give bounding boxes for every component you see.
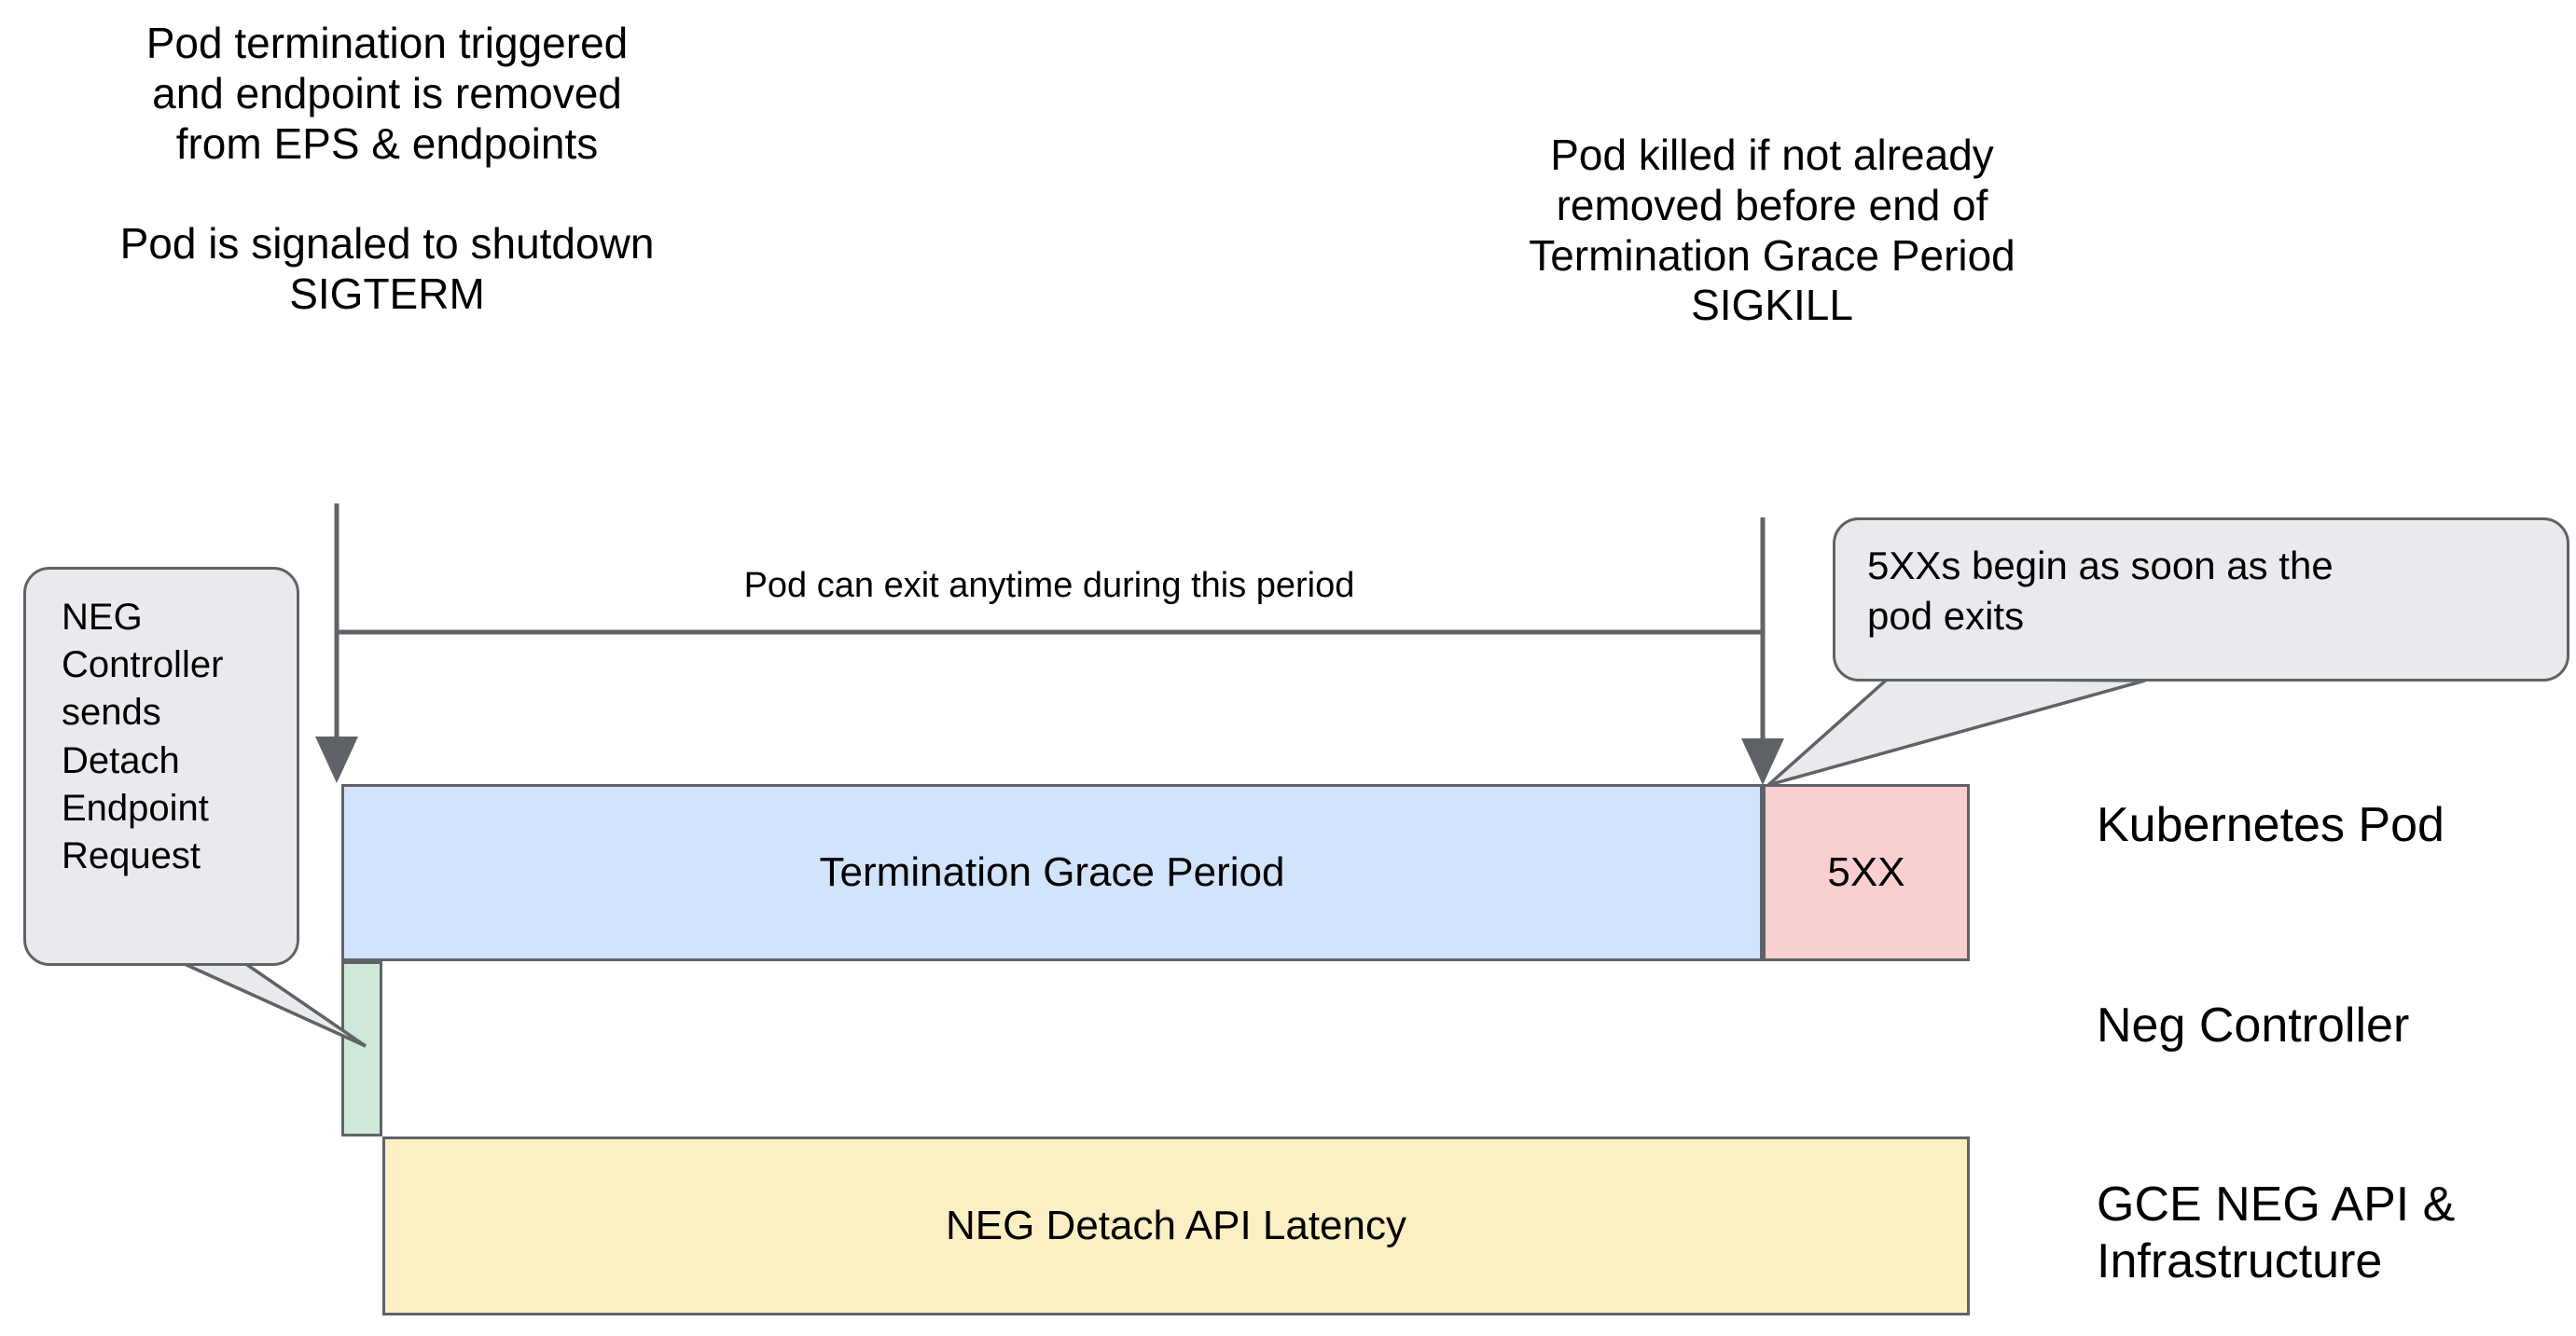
bar-termination-grace-period[interactable]: Termination Grace Period (341, 784, 1763, 961)
lane-label-gce-neg-api: GCE NEG API & Infrastructure (2097, 1178, 2456, 1289)
bar-5xx[interactable]: 5XX (1763, 784, 1970, 961)
callout-tail-5xx (1766, 677, 2146, 787)
callout-5xx-begin[interactable]: 5XXs begin as soon as the pod exits (1833, 517, 2569, 682)
lane-label-kubernetes-pod: Kubernetes Pod (2097, 798, 2444, 852)
arrow-down-termination-start (315, 503, 358, 783)
lane-label-neg-controller: Neg Controller (2097, 999, 2410, 1053)
span-caption-pod-can-exit: Pod can exit anytime during this period (743, 566, 1355, 605)
bar-neg-controller[interactable] (341, 961, 382, 1136)
arrow-down-sigkill (1741, 517, 1784, 785)
callout-neg-detach-request[interactable]: NEG Controller sends Detach Endpoint Req… (23, 567, 299, 966)
annotation-pod-killed-sigkill: Pod killed if not already removed before… (1529, 131, 2015, 330)
bar-neg-detach-api-latency[interactable]: NEG Detach API Latency (382, 1136, 1970, 1315)
annotation-pod-termination: Pod termination triggered and endpoint i… (119, 19, 655, 319)
